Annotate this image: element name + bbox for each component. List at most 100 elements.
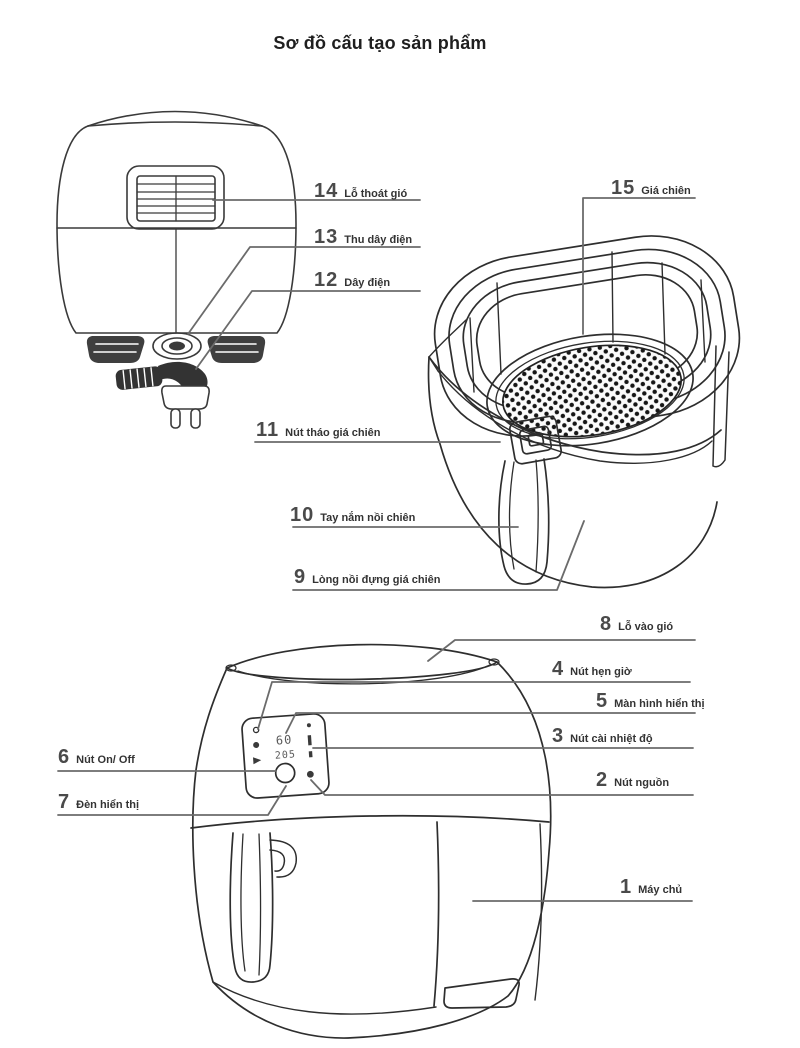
plug-pin-right	[190, 408, 201, 429]
basket-mesh	[501, 344, 683, 438]
part-label-2: 2 Nút nguồn	[596, 769, 669, 792]
part-name: Nút tháo giá chiên	[285, 427, 381, 439]
cord-reel-inner	[161, 337, 193, 355]
top-shoulder	[87, 121, 263, 127]
leader-line-13	[187, 246, 421, 335]
indicator-light	[306, 770, 314, 778]
part-name: Lòng nồi đựng giá chiên	[312, 574, 441, 586]
part-name: Nút nguồn	[614, 777, 670, 789]
part-label-1: 1 Máy chủ	[620, 876, 682, 899]
temp-dot	[306, 723, 311, 728]
lid-right-hinge	[488, 658, 500, 666]
left-foot	[86, 336, 145, 363]
power-cord	[115, 366, 163, 390]
part-number: 13	[314, 226, 339, 248]
power-plug	[161, 385, 210, 410]
basket-rim	[433, 235, 741, 437]
drawer-handle-inner	[240, 833, 262, 976]
basket-floor	[486, 333, 694, 447]
leader-line-8	[427, 639, 696, 662]
side-seam	[534, 823, 543, 1001]
part-number: 3	[552, 725, 565, 747]
part-label-9: 9 Lòng nồi đựng giá chiên	[294, 566, 440, 589]
right-foot	[207, 336, 266, 363]
part-label-13: 13 Thu dây điện	[314, 226, 412, 249]
drawer-seam	[190, 814, 550, 829]
front-view-illustration: 60 205	[190, 643, 552, 1039]
plug-pin-left	[170, 408, 181, 429]
part-number: 9	[294, 566, 307, 588]
part-label-4: 4 Nút hẹn giờ	[552, 658, 632, 681]
drawer-handle	[229, 832, 274, 983]
cord-reel	[152, 332, 202, 360]
part-name: Nút cài nhiệt độ	[570, 733, 653, 745]
leader-lines	[57, 197, 696, 902]
part-label-14: 14 Lỗ thoát gió	[314, 180, 407, 203]
part-number: 6	[58, 746, 71, 768]
part-number: 7	[58, 791, 71, 813]
leader-line-5	[285, 712, 696, 734]
part-name: Giá chiên	[641, 185, 691, 197]
part-label-8: 8 Lỗ vào gió	[600, 613, 673, 636]
leader-line-7	[57, 785, 287, 816]
part-name: Tay nắm nồi chiên	[320, 512, 416, 524]
lid-rim-band	[237, 664, 491, 685]
front-body-outline	[192, 661, 552, 1039]
part-number: 11	[256, 419, 280, 441]
part-label-6: 6 Nút On/ Off	[58, 746, 135, 769]
part-number: 2	[596, 769, 609, 791]
part-label-3: 3 Nút cài nhiệt độ	[552, 725, 653, 748]
pan-corner-wall	[712, 345, 730, 468]
base-curve	[212, 981, 437, 1015]
drawer	[433, 821, 440, 1007]
part-label-10: 10 Tay nắm nồi chiên	[290, 504, 415, 527]
basket-handle	[498, 458, 550, 585]
release-button	[518, 425, 553, 455]
part-name: Đèn hiển thị	[76, 799, 140, 811]
leader-line-15	[582, 197, 696, 335]
basket-ribs	[469, 251, 706, 393]
part-number: 14	[314, 180, 339, 202]
left-foot-slats	[93, 343, 139, 353]
part-number: 15	[611, 177, 636, 199]
part-name: Dây điện	[344, 277, 391, 289]
basket-release-mount	[508, 415, 563, 465]
part-number: 12	[314, 269, 339, 291]
part-label-5: 5 Màn hình hiển thị	[596, 690, 705, 713]
play-mark	[253, 757, 262, 765]
part-name: Máy chủ	[638, 884, 683, 896]
back-view-illustration	[56, 110, 297, 429]
control-panel: 60 205	[241, 713, 330, 799]
part-name: Lỗ thoát gió	[344, 188, 408, 200]
part-number: 8	[600, 613, 613, 635]
on-off-button	[274, 762, 296, 784]
part-name: Thu dây điện	[344, 234, 413, 246]
pan-flange-inner	[437, 370, 713, 464]
part-name: Lỗ vào gió	[618, 621, 674, 633]
cord-reel-hub	[169, 341, 185, 351]
part-name: Nút hẹn giờ	[570, 666, 632, 678]
display-bottom: 205	[275, 749, 297, 761]
handle-bracket	[269, 839, 297, 878]
vent-slats	[136, 175, 216, 222]
part-number: 4	[552, 658, 565, 680]
part-name: Nút On/ Off	[76, 754, 135, 766]
part-label-12: 12 Dây điện	[314, 269, 390, 292]
leader-line-4	[257, 681, 691, 730]
part-number: 1	[620, 876, 633, 898]
top-dome	[87, 110, 263, 127]
lid-left-hinge	[225, 664, 237, 672]
leader-line-12	[195, 290, 421, 370]
part-name: Màn hình hiển thị	[614, 698, 705, 710]
temperature-buttons	[307, 735, 312, 746]
right-foot-slats	[213, 343, 259, 353]
leader-line-9	[292, 520, 585, 591]
menu-dot	[253, 741, 260, 748]
basket-handle-inner	[508, 459, 539, 573]
part-label-15: 15 Giá chiên	[611, 177, 691, 200]
part-number: 10	[290, 504, 315, 526]
temperature-mark	[308, 751, 313, 758]
page-title: Sơ đồ cấu tạo sản phẩm	[273, 33, 487, 53]
leader-line-2	[310, 779, 694, 796]
part-label-11: 11 Nút tháo giá chiên	[256, 419, 381, 442]
